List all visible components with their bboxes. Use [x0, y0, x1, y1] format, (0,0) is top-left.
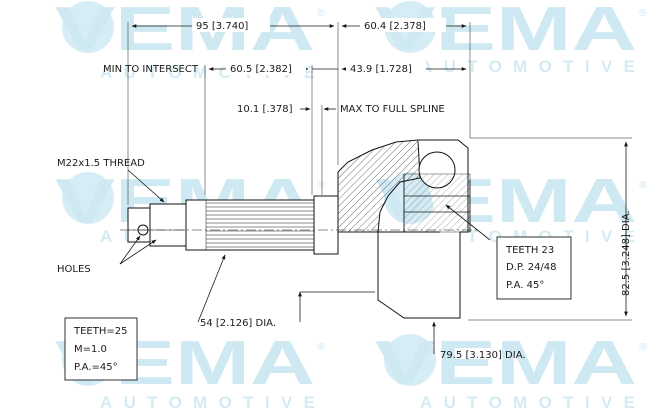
dim-full-spline-label: MAX TO FULL SPLINE	[340, 104, 445, 115]
dim-outer-dia: 82.5 [3.248] DIA.	[621, 210, 632, 296]
watermark-registered: ®	[638, 342, 648, 353]
dim-spline-to-bell: 43.9 [1.728]	[350, 64, 412, 75]
splined-shaft	[185, 199, 315, 251]
watermark-brand: VEMA	[375, 329, 637, 398]
watermark-registered: ®	[316, 180, 326, 191]
shaft-spline-spec-box: TEETH=25 M=1.0 P.A.=45°	[64, 317, 138, 381]
watermark-registered: ®	[316, 342, 326, 353]
dim-seal-dia: 54 [2.126] DIA.	[200, 318, 276, 329]
shaft-neck	[313, 195, 339, 255]
holes-label: HOLES	[57, 264, 91, 275]
dim-full-spline: 10.1 [.378]	[237, 104, 293, 115]
dim-overall-shaft: 95 [3.740]	[196, 21, 248, 32]
watermark-registered: ®	[638, 8, 648, 19]
cv-joint-part	[120, 139, 480, 319]
dim-min-intersect-label: MIN TO INTERSECT	[103, 64, 199, 75]
inner-spline-dp: D.P. 24/48	[506, 262, 557, 273]
dimension-labels: 95 [3.740] 60.4 [2.378] MIN TO INTERSECT…	[57, 18, 632, 361]
shaft-spline-teeth: TEETH=25	[73, 326, 127, 337]
inner-spline-pa: P.A. 45°	[506, 280, 544, 291]
watermark-registered: ®	[638, 180, 648, 191]
dim-body-dia: 79.5 [3.130] DIA.	[440, 350, 526, 361]
inner-spline-teeth: TEETH 23	[505, 245, 554, 256]
watermark-bottom-right: VEMA AUTOMOTIVE ®	[375, 329, 648, 412]
thread-label: M22x1.5 THREAD	[57, 158, 145, 169]
spline-lines	[205, 200, 314, 250]
shaft-spline-pa: P.A.=45°	[74, 362, 118, 373]
watermark-brand: VEMA	[55, 0, 315, 64]
shaft-spline-module: M=1.0	[74, 344, 107, 355]
dim-bell-length: 60.4 [2.378]	[364, 21, 426, 32]
stub-collar	[149, 203, 187, 247]
watermark-registered: ®	[316, 8, 326, 19]
inner-spline-spec-box: TEETH 23 D.P. 24/48 P.A. 45°	[496, 236, 572, 300]
dim-min-intersect: 60.5 [2.382]	[230, 64, 292, 75]
